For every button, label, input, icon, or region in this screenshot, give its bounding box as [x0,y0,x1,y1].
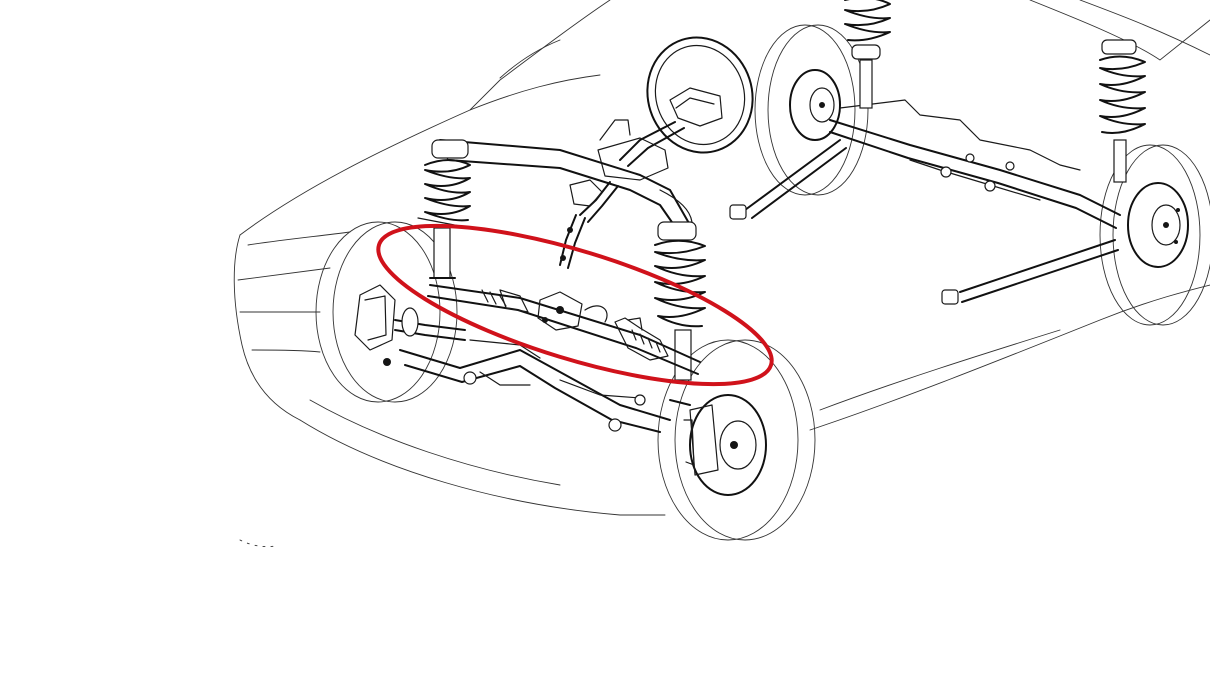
rear-right-wheel [1099,144,1210,326]
front-right-wheel [657,339,816,541]
car-body-outline [233,0,1210,548]
front-lower-subframe [399,339,671,433]
front-right-brake-disc [669,394,767,496]
rear-trailing-links [729,139,1119,305]
steering-column [559,119,685,269]
rear-left-hub [789,69,841,141]
rear-right-coil-spring [1099,39,1146,183]
front-right-coil-spring [654,221,706,385]
front-left-wheel [315,221,458,403]
rear-axle [829,99,1121,229]
steering-rack [427,284,701,375]
steering-wheel [646,36,754,154]
steering-rack-highlight [376,223,774,387]
highlight-ellipse [376,223,774,387]
front-left-coil-spring [417,139,471,279]
front-crossmember [439,139,693,229]
rear-left-wheel [754,24,869,196]
front-left-brake-caliper [354,284,466,366]
rear-right-hub [1127,182,1189,268]
rear-left-coil-spring [844,0,891,109]
